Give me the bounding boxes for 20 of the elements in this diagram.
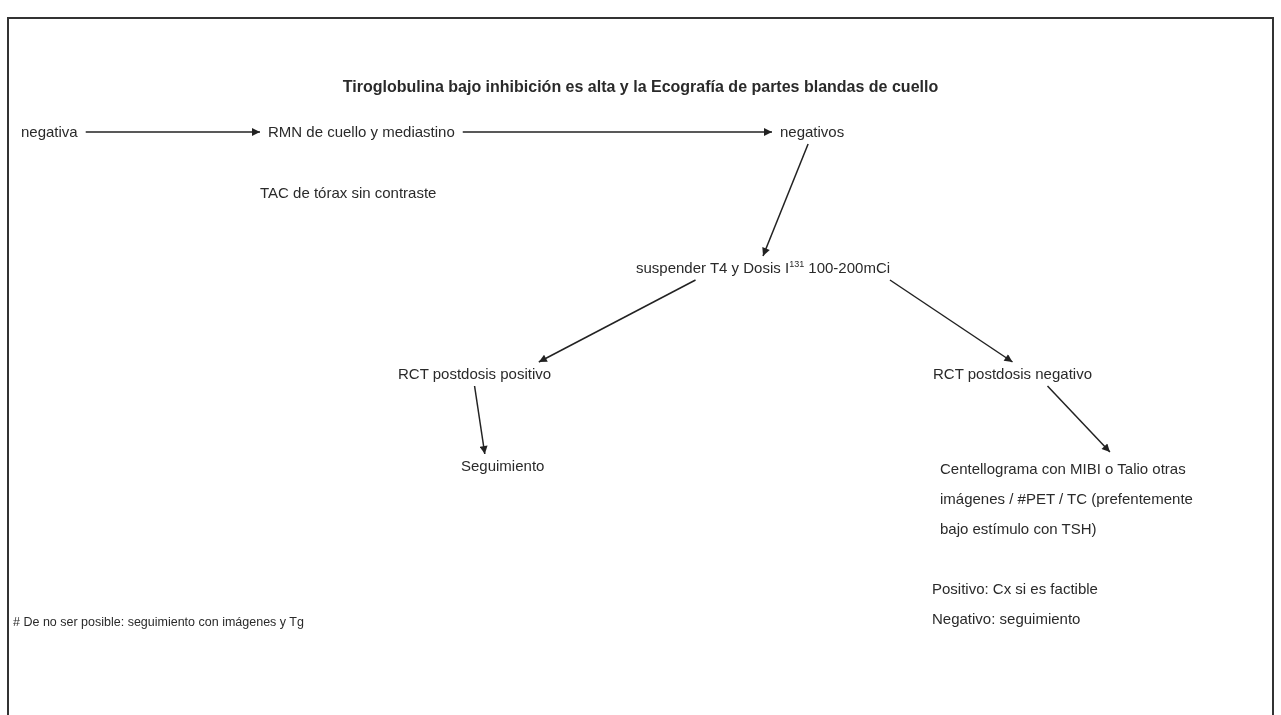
arrow	[889, 279, 1014, 363]
flow-step-text: negativos	[772, 120, 853, 144]
flow-step-text: RCT postdosis negativo	[925, 362, 1100, 386]
flow-step-text: suspender T4 y Dosis I$^{131}$ 100-200mCi	[628, 256, 899, 280]
flow-step-text: negativa	[13, 120, 86, 144]
arrow	[538, 279, 697, 363]
arrow	[84, 128, 261, 136]
note-text: TAC de tórax sin contraste	[260, 183, 437, 203]
arrow	[473, 385, 488, 455]
flow-step-text: Centellograma con MIBI o Talio otras imágenes / #PET / TC (prefentemente bajo estímulo con TSH)	[932, 452, 1210, 546]
note-text: Negativo: seguimiento	[932, 609, 1081, 629]
arrow	[462, 128, 773, 136]
title: Tiroglobulina bajo inhibición es alta y la Ecografía de partes blandas de cuello	[341, 78, 940, 96]
arrow	[762, 143, 809, 257]
flow-step-text: Seguimiento	[453, 454, 553, 478]
flow-step-text: RCT postdosis positivo	[390, 362, 560, 386]
note-text: Positivo: Cx si es factible	[932, 579, 1098, 599]
flow-step-text: RMN de cuello y mediastino	[260, 120, 463, 144]
arrow	[1046, 385, 1111, 453]
footnote: # De no ser posible: seguimiento con imágenes y Tg	[13, 614, 304, 631]
